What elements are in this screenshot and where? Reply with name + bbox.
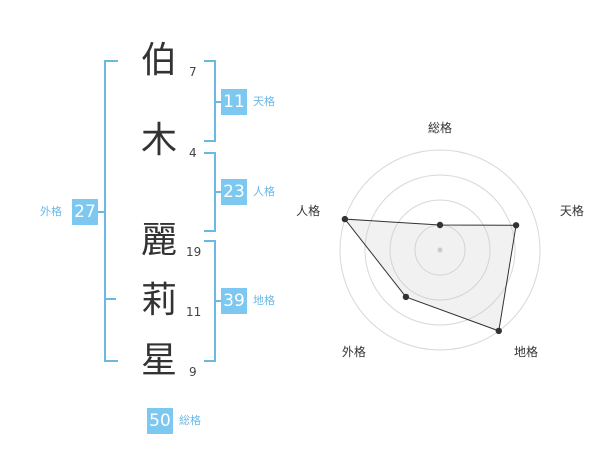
jinkaku-label: 人格	[253, 185, 275, 198]
name-char-1: 伯	[141, 40, 178, 81]
name-char-3: 麗	[141, 220, 178, 261]
radar-axis-label-1: 総格	[428, 120, 452, 135]
jinkaku-badge: 23	[221, 179, 247, 205]
tenkaku-badge: 11	[221, 89, 247, 115]
radar-axis-label-2: 天格	[560, 203, 584, 218]
stroke-count-5: 9	[189, 365, 197, 379]
gaikaku-connector	[98, 211, 104, 213]
gaikaku-bracket	[104, 60, 118, 362]
stroke-count-2: 4	[189, 146, 197, 160]
radar-point-4	[402, 293, 410, 301]
radar-point-2	[512, 222, 520, 229]
gaikaku-badge: 27	[72, 199, 98, 225]
radar-point-3	[495, 327, 502, 335]
jinkaku-connector	[216, 191, 222, 193]
chikaku-connector	[216, 300, 222, 302]
name-char-2: 木	[141, 120, 178, 161]
stroke-count-3: 19	[186, 245, 202, 259]
radar-ring-3	[364, 174, 516, 326]
stroke-count-4: 11	[186, 305, 202, 319]
stroke-count-1: 7	[189, 65, 197, 79]
radar-axis-label-3: 地格	[514, 344, 538, 359]
jinkaku-bracket	[204, 152, 216, 232]
soukaku-badge: 50	[147, 408, 173, 434]
gaikaku-divider	[104, 298, 116, 300]
gaikaku-label: 外格	[40, 205, 62, 218]
radar-value-polygon	[343, 218, 517, 332]
tenkaku-connector	[216, 101, 222, 103]
name-char-4: 莉	[141, 280, 178, 321]
tenkaku-label: 天格	[253, 95, 275, 108]
name-char-5: 星	[141, 340, 178, 381]
radar-point-5	[341, 215, 349, 223]
tenkaku-bracket	[204, 60, 216, 142]
radar-center	[437, 247, 443, 253]
radar-ring-2	[389, 199, 491, 301]
soukaku-label: 総格	[179, 414, 201, 427]
radar-ring-4	[339, 149, 541, 351]
radar-axis-label-4: 外格	[342, 344, 366, 359]
chikaku-bracket	[204, 240, 216, 362]
chikaku-label: 地格	[253, 294, 275, 307]
chikaku-badge: 39	[221, 288, 247, 314]
radar-axis-label-5: 人格	[296, 203, 320, 218]
radar-point-1	[436, 221, 444, 229]
